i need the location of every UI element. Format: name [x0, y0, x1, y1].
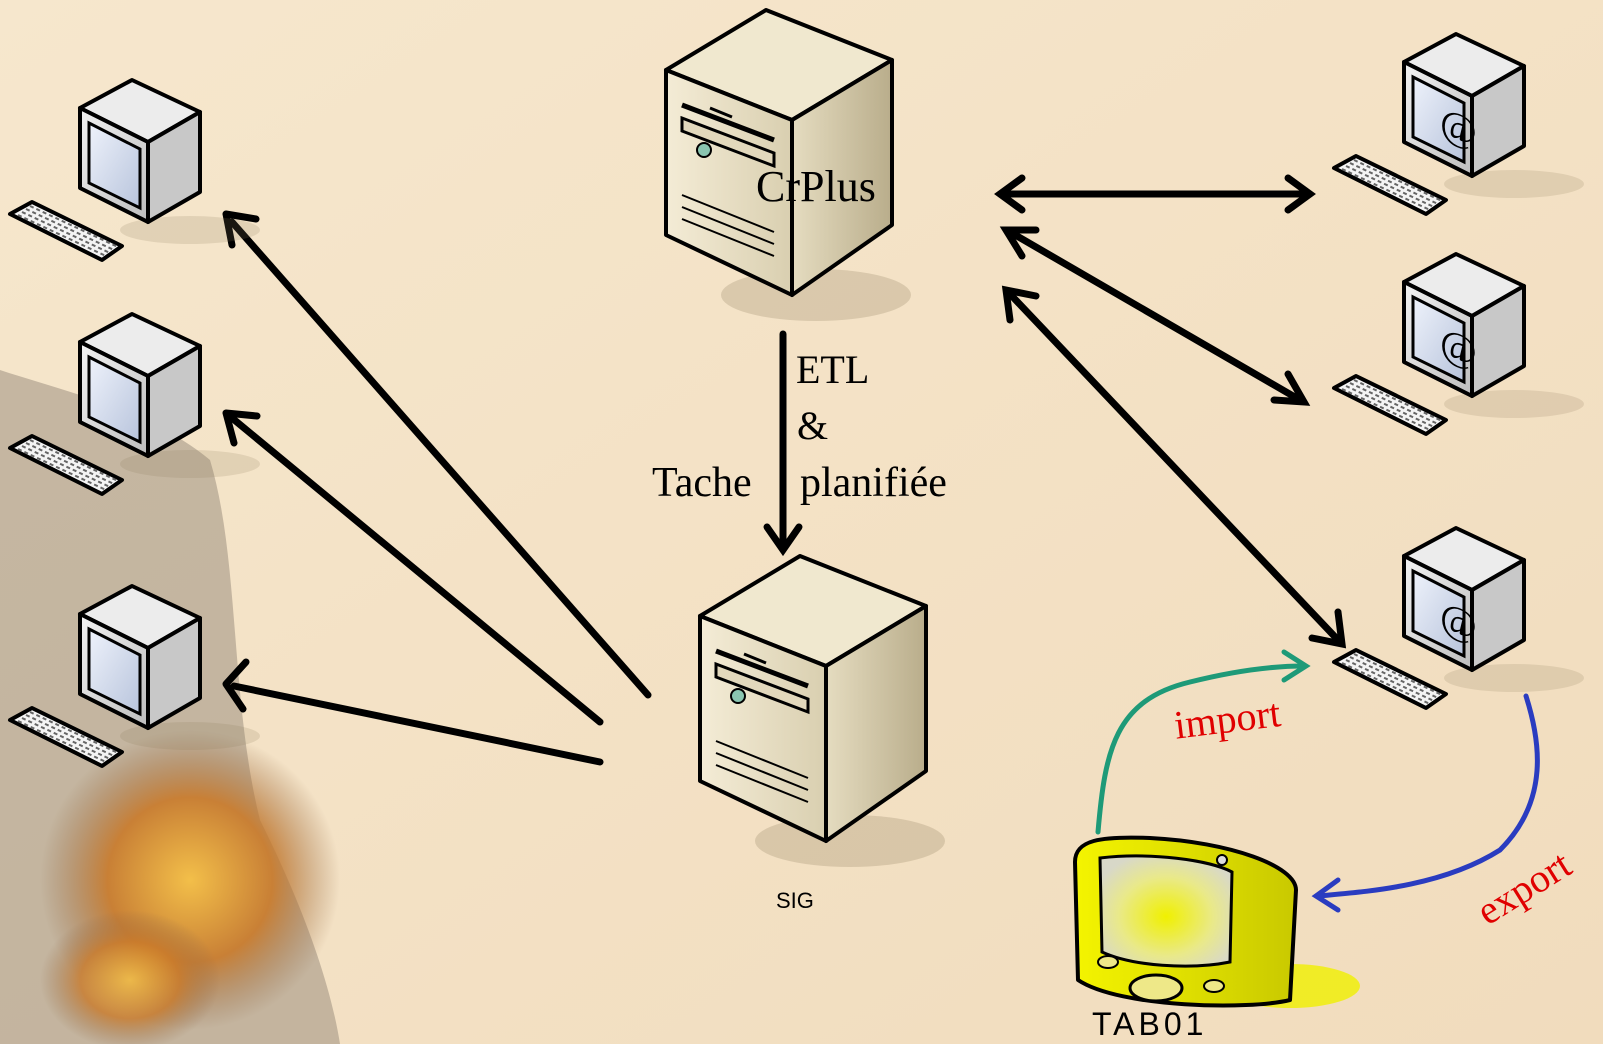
crplus-label: CrPlus: [756, 162, 876, 211]
arrow-sig-client-1: [228, 218, 652, 699]
tab01-label: TAB01: [1092, 1006, 1208, 1042]
import-arrow: [1095, 663, 1307, 835]
import-arrowhead: [1281, 649, 1311, 683]
arrowhead-web-3: [1308, 608, 1347, 649]
handheld-tablet-icon: [1073, 835, 1360, 1008]
arrow-sig-client-3: [230, 682, 604, 766]
crplus-web-arrows: [994, 174, 1347, 649]
arrow-crplus-web-3: [1006, 290, 1342, 644]
arrowhead-web-1: [1284, 174, 1316, 214]
etl-label: ETL: [796, 347, 870, 392]
arrowhead-crplus-side-1: [994, 174, 1026, 214]
ampersand-label: &: [797, 403, 829, 448]
arrowhead-client-2: [222, 409, 261, 447]
planifiee-label: planifiée: [800, 460, 947, 506]
sig-to-clients-arrows: [222, 210, 652, 766]
export-arrow: [1315, 693, 1540, 899]
arrowhead-crplus-side-3: [1001, 285, 1040, 324]
arrowhead-web-2: [1270, 370, 1311, 406]
arrow-sig-client-2: [228, 414, 604, 726]
etl-arrow: [763, 330, 803, 557]
arrow-crplus-web-2: [1006, 228, 1304, 404]
arrowhead-client-3: [222, 658, 250, 713]
export-arrowhead: [1311, 877, 1341, 913]
tache-label: Tache: [652, 460, 752, 506]
sig-label: SIG: [776, 888, 814, 913]
background-flame-2: [40, 910, 220, 1044]
arrowhead-crplus-side-2: [999, 226, 1040, 260]
